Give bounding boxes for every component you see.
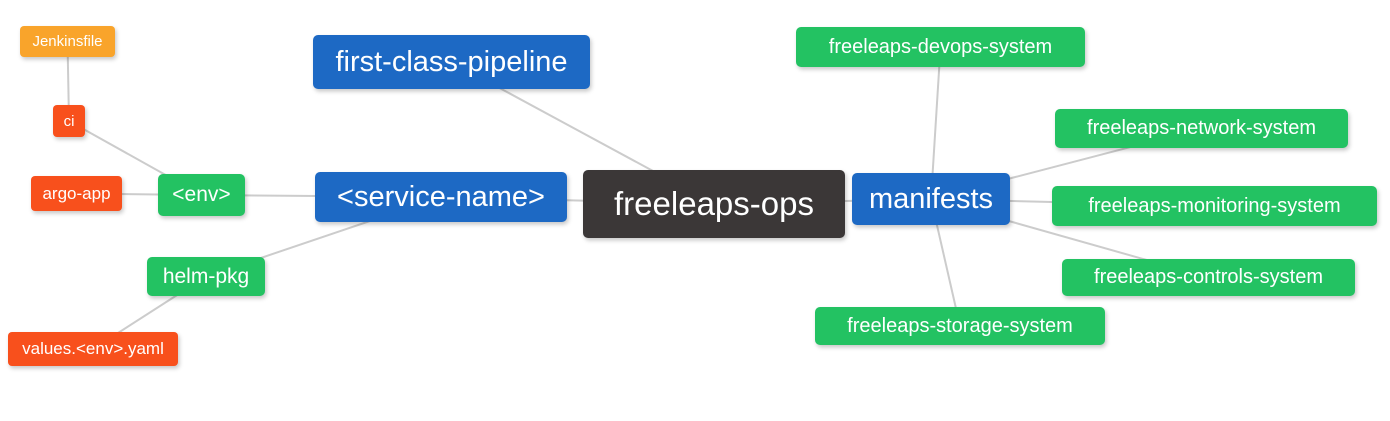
node-freeleaps-devops-system[interactable]: freeleaps-devops-system bbox=[796, 27, 1085, 67]
node-ci[interactable]: ci bbox=[53, 105, 85, 137]
node-freeleaps-controls-system[interactable]: freeleaps-controls-system bbox=[1062, 259, 1355, 296]
node-manifests[interactable]: manifests bbox=[852, 173, 1010, 225]
node-argo-app[interactable]: argo-app bbox=[31, 176, 122, 211]
node-freeleaps-network-system[interactable]: freeleaps-network-system bbox=[1055, 109, 1348, 148]
node-freeleaps-monitoring-system[interactable]: freeleaps-monitoring-system bbox=[1052, 186, 1377, 226]
node-env[interactable]: <env> bbox=[158, 174, 245, 216]
node-freeleaps-storage-system[interactable]: freeleaps-storage-system bbox=[815, 307, 1105, 345]
node-values-env-yaml[interactable]: values.<env>.yaml bbox=[8, 332, 178, 366]
node-freeleaps-ops-root[interactable]: freeleaps-ops bbox=[583, 170, 845, 238]
node-service-name[interactable]: <service-name> bbox=[315, 172, 567, 222]
node-helm-pkg[interactable]: helm-pkg bbox=[147, 257, 265, 296]
node-first-class-pipeline[interactable]: first-class-pipeline bbox=[313, 35, 590, 89]
node-jenkinsfile[interactable]: Jenkinsfile bbox=[20, 26, 115, 57]
